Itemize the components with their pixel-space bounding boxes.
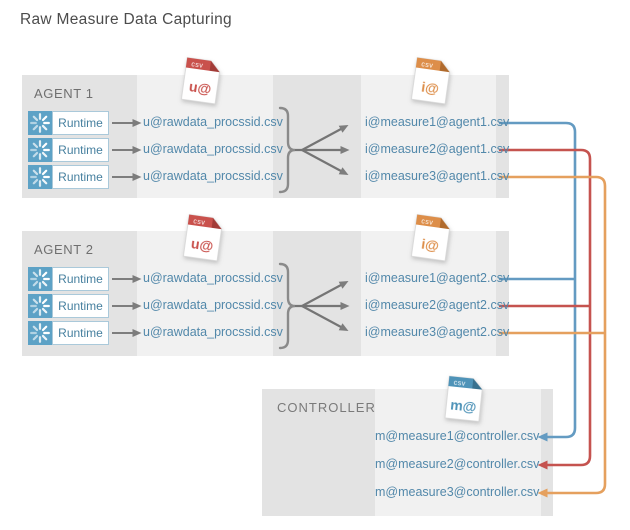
runtime-box: Runtime xyxy=(52,294,109,318)
measure-filename: i@measure2@agent2.csv xyxy=(365,298,510,312)
runtime-spinner-icon xyxy=(28,111,52,135)
runtime-spinner-icon xyxy=(28,138,52,162)
controller-panel xyxy=(262,389,375,516)
csv-file-icon-m: csv m@ xyxy=(444,375,489,425)
csv-badge: csv xyxy=(453,380,466,388)
runtime-box: Runtime xyxy=(52,138,109,162)
runtime-spinner-icon xyxy=(28,294,52,318)
controller-filename: m@measure1@controller.csv xyxy=(375,429,540,443)
csv-label: u@ xyxy=(190,235,214,254)
runtime-spinner-icon xyxy=(28,267,52,291)
runtime-box: Runtime xyxy=(52,267,109,291)
measure-filename: i@measure2@agent1.csv xyxy=(365,142,510,156)
csv-label: i@ xyxy=(420,79,440,97)
rawdata-filename: u@rawdata_procssid.csv xyxy=(143,115,283,129)
rawdata-filename: u@rawdata_procssid.csv xyxy=(143,169,283,183)
csv-file-icon-u: csv u@ xyxy=(180,56,226,107)
agent2-label: AGENT 2 xyxy=(34,242,94,257)
controller-label: CONTROLLER xyxy=(277,400,376,415)
runtime-box: Runtime xyxy=(52,165,109,189)
csv-file-icon-i: csv i@ xyxy=(410,56,456,107)
diagram-title: Raw Measure Data Capturing xyxy=(20,11,232,28)
csv-badge: csv xyxy=(421,61,434,70)
rawdata-filename: u@rawdata_procssid.csv xyxy=(143,142,283,156)
runtime-box: Runtime xyxy=(52,111,109,135)
runtime-spinner-icon xyxy=(28,165,52,189)
measure-filename: i@measure1@agent2.csv xyxy=(365,271,510,285)
csv-file-icon-u: csv u@ xyxy=(182,213,228,264)
measure-filename: i@measure3@agent1.csv xyxy=(365,169,510,183)
controller-filename: m@measure3@controller.csv xyxy=(375,485,540,499)
controller-edge-strip xyxy=(541,389,553,516)
rawdata-filename: u@rawdata_procssid.csv xyxy=(143,325,283,339)
measure-filename: i@measure1@agent1.csv xyxy=(365,115,510,129)
runtime-spinner-icon xyxy=(28,321,52,345)
csv-badge: csv xyxy=(421,218,434,227)
csv-label: i@ xyxy=(420,236,440,254)
csv-badge: csv xyxy=(191,61,204,70)
csv-badge: csv xyxy=(193,218,206,227)
rawdata-filename: u@rawdata_procssid.csv xyxy=(143,271,283,285)
csv-label: m@ xyxy=(450,396,478,415)
agent2-fan-panel xyxy=(273,231,361,356)
agent1-label: AGENT 1 xyxy=(34,86,94,101)
agent1-fan-panel xyxy=(273,75,361,198)
csv-label: u@ xyxy=(188,78,212,97)
csv-file-icon-i: csv i@ xyxy=(410,213,456,264)
runtime-box: Runtime xyxy=(52,321,109,345)
rawdata-filename: u@rawdata_procssid.csv xyxy=(143,298,283,312)
measure-filename: i@measure3@agent2.csv xyxy=(365,325,510,339)
controller-filename: m@measure2@controller.csv xyxy=(375,457,540,471)
